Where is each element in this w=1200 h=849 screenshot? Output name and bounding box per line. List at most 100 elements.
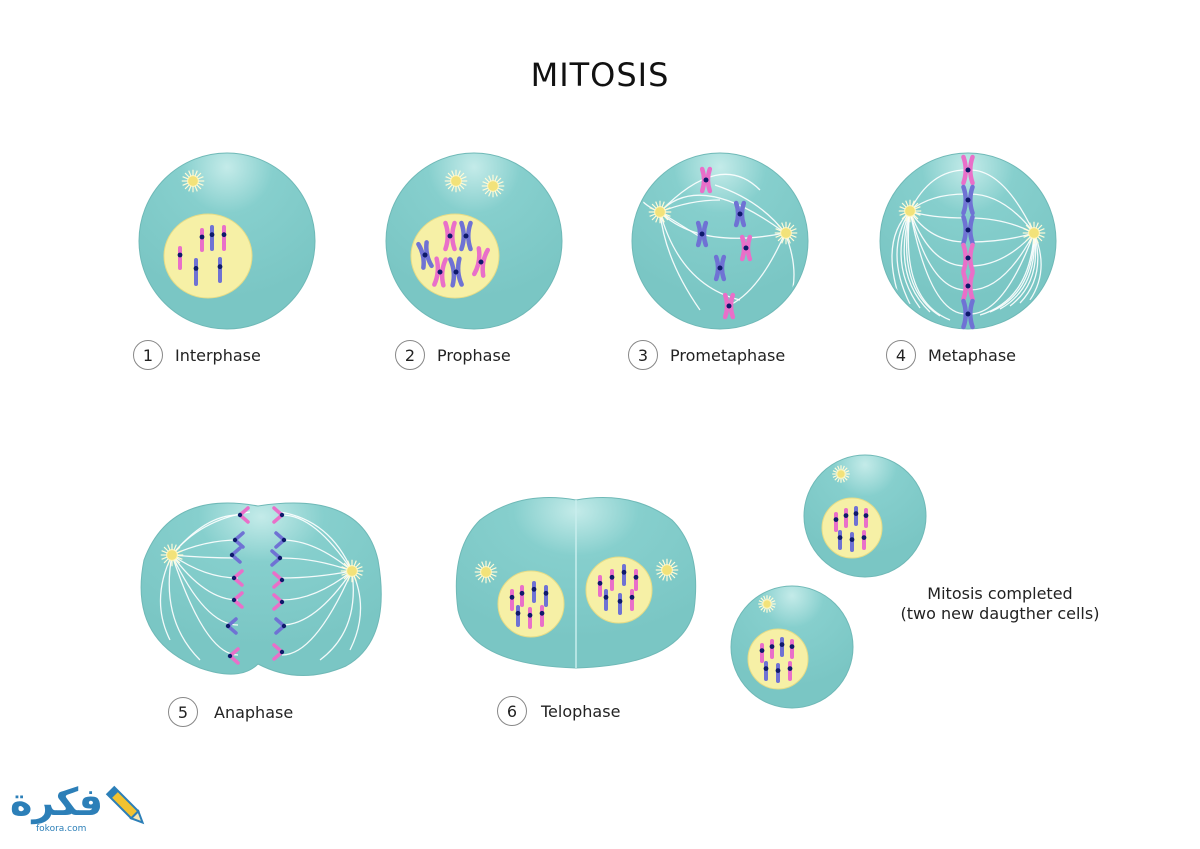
aster-ray [490, 567, 497, 571]
chromosome [961, 214, 975, 246]
sister-chromatid [968, 214, 975, 246]
stage-6-label: 6 Telophase [497, 696, 620, 726]
aster-ray [1025, 224, 1031, 230]
centromere [527, 612, 533, 618]
aster-ray [777, 236, 783, 242]
centromere [787, 666, 793, 671]
centrosome [340, 559, 364, 583]
aster-ray [777, 224, 783, 230]
centromere [193, 266, 199, 271]
aster-ray [787, 222, 791, 229]
aster-ray [167, 544, 171, 551]
aster-ray [184, 172, 190, 178]
centromere [543, 590, 549, 596]
aster-ray [668, 559, 672, 566]
chromosome [459, 220, 473, 252]
aster-ray [656, 565, 663, 569]
centromere [603, 594, 609, 600]
spindle-fiber [171, 554, 239, 601]
aster-ray [790, 234, 797, 238]
centrosome [758, 595, 776, 613]
aster-ray [163, 546, 169, 552]
centromere [769, 644, 775, 649]
centromere [229, 552, 235, 558]
centromere [279, 577, 285, 583]
aster-ray [911, 215, 915, 222]
spindle-fiber [909, 210, 967, 291]
centromere [281, 537, 287, 543]
completed-line-1: Mitosis completed [927, 584, 1073, 603]
aster-ray [662, 559, 666, 566]
centrosome [774, 221, 798, 245]
stage-name: Interphase [175, 345, 261, 365]
aster-ray [651, 215, 657, 221]
aster-ray [1023, 228, 1030, 232]
centriole [904, 205, 916, 217]
aster-ray [489, 563, 495, 569]
centriole [450, 175, 462, 187]
centriole [762, 599, 772, 609]
aster-ray [484, 177, 490, 183]
spindle-fiber [1019, 232, 1039, 304]
centromere [422, 252, 428, 258]
aster-ray [175, 558, 181, 564]
chromosome [961, 298, 975, 330]
aster-ray [341, 572, 348, 576]
completed-line-2: (two new daugther cells) [900, 604, 1100, 623]
cell-telophase [455, 497, 697, 669]
aster-ray [487, 561, 491, 568]
aster-ray [482, 181, 489, 185]
cell-membrane [140, 502, 382, 676]
centromere [629, 594, 635, 600]
aster-ray [664, 213, 671, 217]
site-logo: فكرة fokora.com [6, 780, 152, 840]
aster-ray [196, 184, 202, 190]
centromere [965, 283, 971, 289]
aster-ray [459, 172, 465, 178]
centrosome [648, 200, 672, 224]
centriole [1028, 227, 1040, 239]
aster-ray [775, 234, 782, 238]
aster-ray [914, 212, 921, 216]
centromere [221, 232, 227, 238]
centrosome [160, 543, 184, 567]
sister-chromatid [961, 242, 968, 274]
centromere [227, 653, 233, 659]
aster-ray [457, 170, 461, 177]
stage-4-label: 4 Metaphase [886, 340, 1016, 370]
spindle-fiber [969, 169, 1035, 234]
spindle-fiber [903, 210, 931, 313]
aster-ray [494, 175, 498, 182]
centromere [737, 211, 743, 217]
centromere [861, 535, 867, 540]
chromosome [472, 246, 490, 278]
aster-ray [459, 184, 465, 190]
stage-name: Telophase [541, 701, 621, 721]
aster-ray [1038, 234, 1045, 238]
aster-ray [1035, 222, 1039, 229]
spindle-fiber [168, 554, 201, 661]
sister-chromatid [961, 184, 968, 216]
aster-ray [664, 207, 671, 211]
aster-ray [176, 556, 183, 560]
aster-ray [1023, 234, 1030, 238]
centromere [437, 269, 443, 275]
centriole [836, 469, 846, 479]
chromosome [274, 617, 287, 635]
chromosome [695, 220, 709, 248]
spindle-fiber [281, 570, 353, 626]
centromere [217, 264, 223, 270]
chromosome [699, 166, 713, 194]
chromosome [961, 242, 975, 274]
aster-ray [496, 177, 502, 183]
aster-ray [163, 558, 169, 564]
chromosome [272, 643, 285, 661]
cell-metaphase [879, 152, 1057, 330]
nucleus [410, 213, 500, 299]
aster-ray [670, 573, 676, 579]
aster-ray [451, 170, 455, 177]
centriole [661, 564, 673, 576]
centromere [621, 569, 627, 575]
spindle-fiber [281, 514, 353, 572]
centromere [965, 167, 971, 173]
